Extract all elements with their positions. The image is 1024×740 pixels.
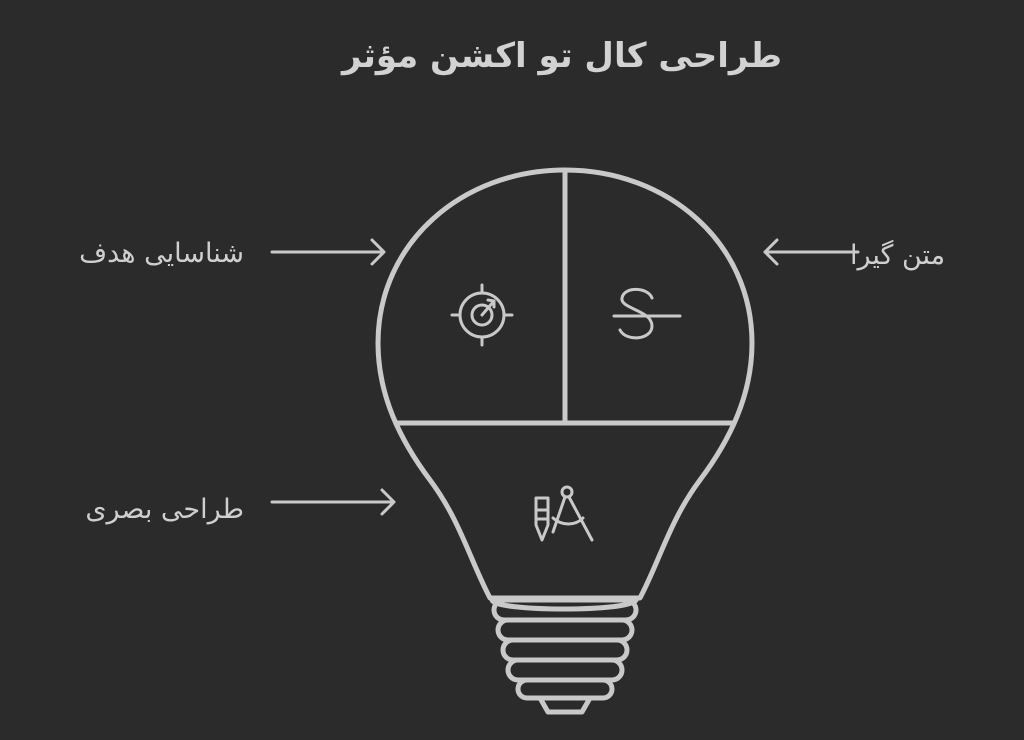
strikethrough-s-icon xyxy=(612,287,682,340)
arrow-target xyxy=(270,238,386,266)
target-icon xyxy=(450,283,514,347)
label-compelling-text: متن گیرا xyxy=(850,240,946,271)
pen-compass-icon xyxy=(534,485,594,542)
label-visual-design: طراحی بصری xyxy=(85,494,244,525)
arrow-visual xyxy=(270,488,396,516)
diagram-title: طراحی کال تو اکشن مؤثر xyxy=(341,36,783,76)
bulb-base xyxy=(489,597,639,715)
arrow-text xyxy=(763,238,860,266)
label-target-identification: شناسایی هدف xyxy=(79,238,244,269)
